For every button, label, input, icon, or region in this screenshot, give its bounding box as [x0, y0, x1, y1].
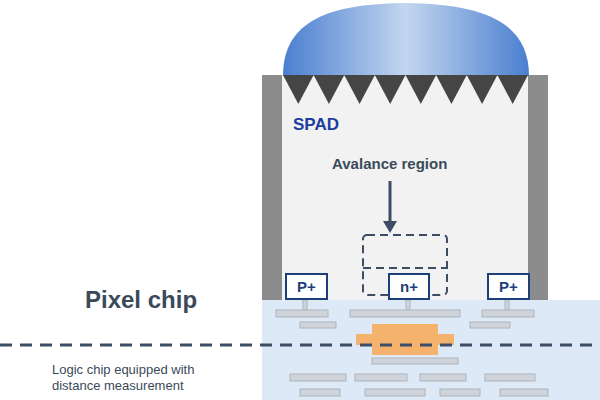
- light-trapping-structure: [283, 75, 528, 104]
- tooth: [467, 75, 498, 104]
- tooth: [314, 75, 345, 104]
- tooth: [436, 75, 467, 104]
- chip-label: Pixel chip: [85, 286, 197, 315]
- chip-region: [262, 300, 600, 400]
- tooth: [406, 75, 437, 104]
- terminal-label: P+: [297, 279, 316, 294]
- chip-boundary: [0, 344, 600, 347]
- microlens: [283, 3, 529, 76]
- p-plus-terminal: P+: [285, 273, 328, 300]
- tooth: [375, 75, 406, 104]
- terminal-label: P+: [499, 279, 518, 294]
- tooth: [497, 75, 528, 104]
- isolation-wall: [262, 75, 282, 300]
- isolation-wall: [528, 75, 548, 300]
- pixel-title: SPAD: [293, 115, 339, 135]
- cu-cu-bond: [356, 324, 454, 355]
- terminal-label: n+: [400, 279, 418, 294]
- chip-description: Logic chip equipped with distance measur…: [52, 362, 232, 393]
- wiring-layers: [276, 300, 548, 396]
- tooth: [283, 75, 314, 104]
- leader-arrow: [383, 181, 397, 233]
- avalanche-region-outline: [363, 235, 447, 295]
- tooth: [344, 75, 375, 104]
- silicon-body: [282, 75, 528, 300]
- p-plus-terminal: P+: [487, 273, 530, 300]
- spad-pixel: SPAD P+ n+ P+: [262, 75, 548, 300]
- region-label: Avalance region: [332, 155, 447, 173]
- n-plus-terminal: n+: [388, 273, 430, 300]
